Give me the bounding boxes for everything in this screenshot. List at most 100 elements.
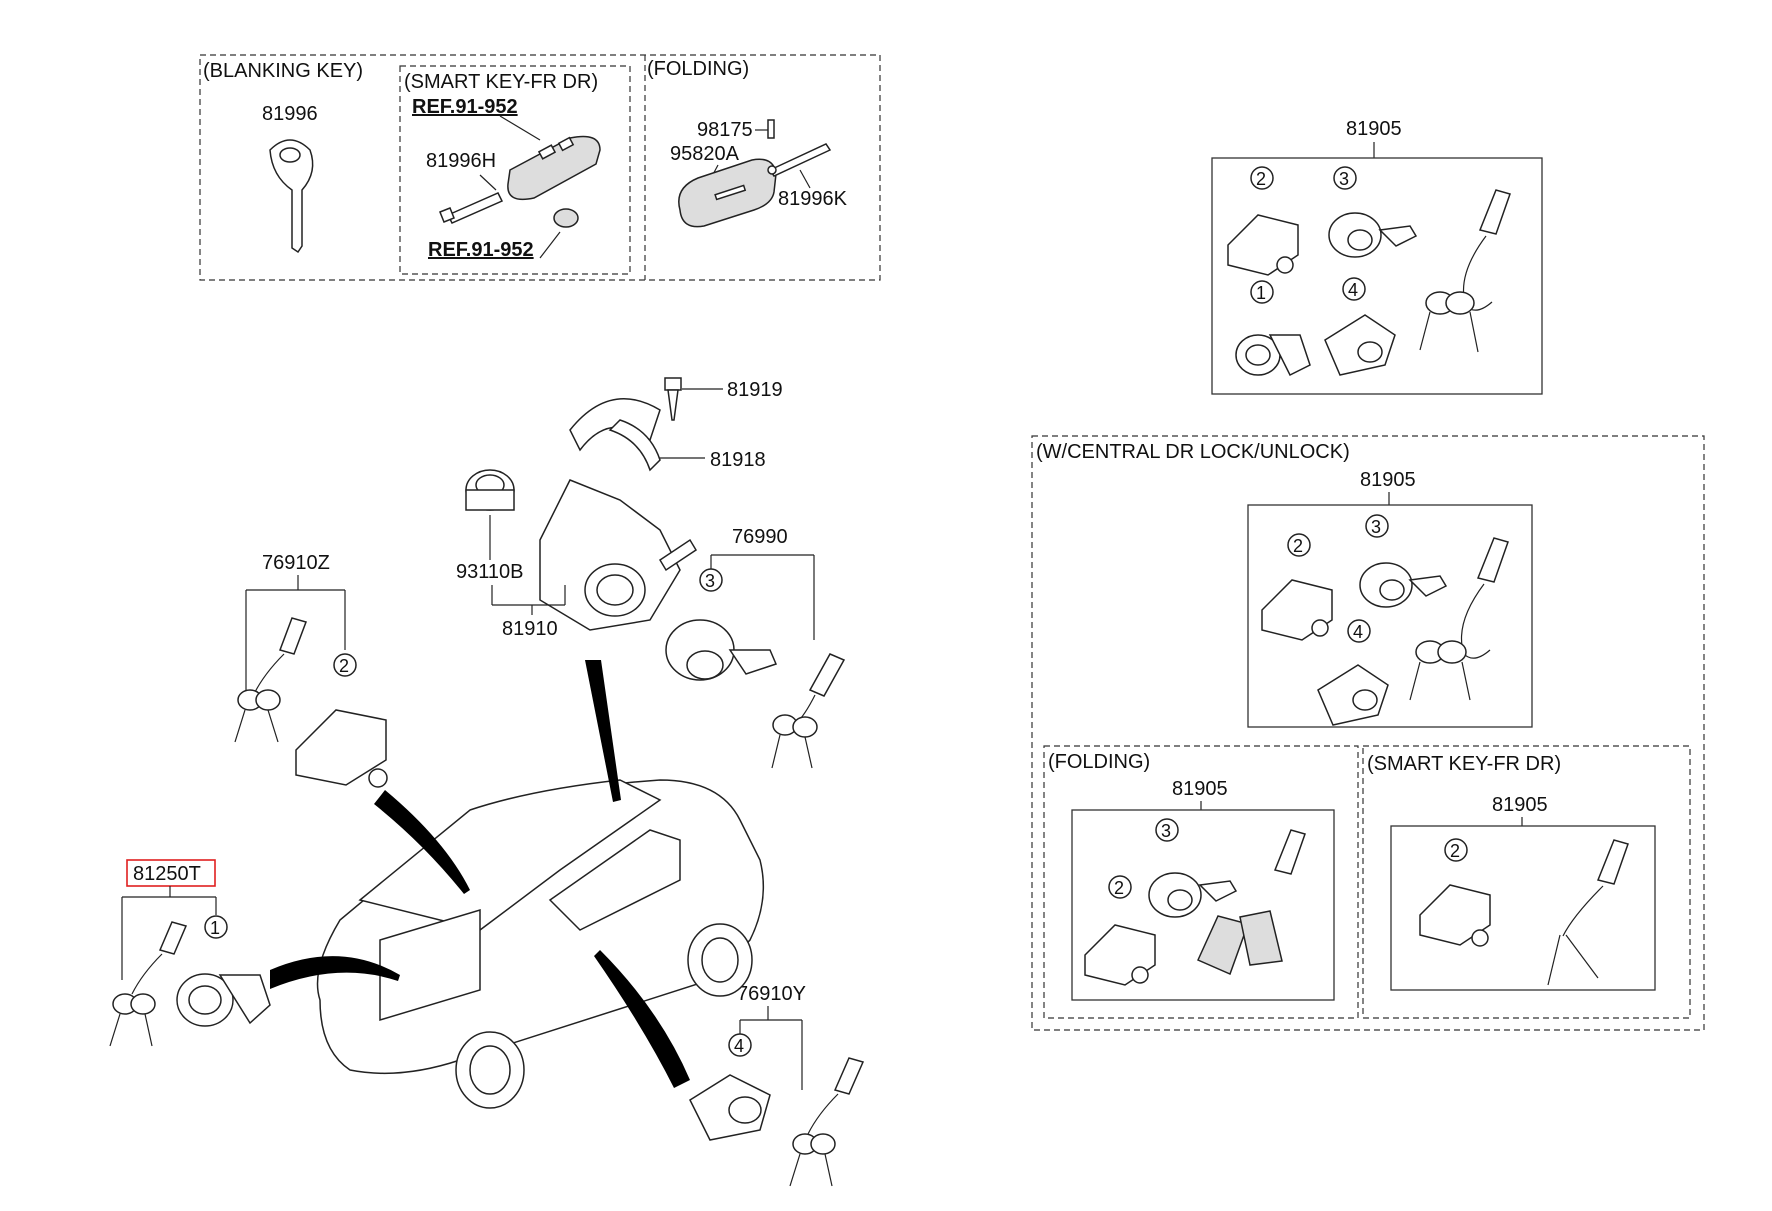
- label-76910Z[interactable]: 76910Z: [262, 552, 330, 574]
- emergency-key-icon: [439, 192, 504, 224]
- key-set-icon: [789, 1057, 865, 1187]
- svg-text:4: 4: [734, 1036, 744, 1056]
- ignition-cylinder-icon: [1328, 212, 1418, 258]
- label-81996K[interactable]: 81996K: [778, 188, 848, 210]
- label-81918[interactable]: 81918: [710, 449, 766, 471]
- key-set-icon: [109, 921, 188, 1047]
- callout-2-top: 2: [1250, 166, 1274, 190]
- key-set-icon: [771, 653, 846, 769]
- label-81905-smart[interactable]: 81905: [1492, 794, 1548, 816]
- callout-4-76910y: 4: [728, 1033, 752, 1057]
- svg-text:3: 3: [1339, 169, 1349, 189]
- kit-box-folding: [1071, 809, 1335, 1001]
- inset-central-lock: [1031, 435, 1705, 1031]
- leader-arrow-tailgate: [594, 950, 690, 1088]
- key-set-icon: [1409, 537, 1509, 701]
- label-81905-top[interactable]: 81905: [1346, 118, 1402, 140]
- label-98175[interactable]: 98175: [697, 119, 753, 141]
- callout-2-smart: 2: [1444, 838, 1468, 862]
- inset-title-folding-2: (FOLDING): [1048, 751, 1150, 773]
- inset-title-central: (W/CENTRAL DR LOCK/UNLOCK): [1036, 441, 1350, 463]
- kit-box-top: [1211, 157, 1543, 395]
- label-81905-folding[interactable]: 81905: [1172, 778, 1228, 800]
- inset-smart-key-2: [1362, 745, 1691, 1019]
- label-81996H[interactable]: 81996H: [426, 150, 496, 172]
- kit-box-smart: [1390, 825, 1656, 991]
- highlight-box-81250T: [126, 859, 216, 887]
- label-81250T[interactable]: 81250T: [133, 863, 201, 885]
- callout-3-folding: 3: [1155, 818, 1179, 842]
- inset-title-smart-key-2: (SMART KEY-FR DR): [1367, 753, 1561, 775]
- leader-arrow-trunk: [270, 956, 400, 989]
- label-76990[interactable]: 76990: [732, 526, 788, 548]
- tailgate-cylinder-icon: [689, 1074, 771, 1141]
- smart-key-fob-icon: [507, 135, 601, 201]
- tailgate-cylinder-icon: [1324, 314, 1396, 376]
- trunk-cylinder-icon: [1235, 334, 1311, 377]
- folding-blade-icon: [767, 143, 832, 177]
- leader-arrow-door: [374, 790, 470, 894]
- svg-text:1: 1: [1256, 283, 1266, 303]
- svg-text:2: 2: [339, 656, 349, 676]
- callout-2-folding: 2: [1108, 875, 1132, 899]
- trunk-cylinder-icon: [176, 973, 271, 1027]
- coin-battery-icon: [553, 208, 579, 228]
- inset-title-blanking-key: (BLANKING KEY): [203, 60, 363, 82]
- svg-text:4: 4: [1353, 622, 1363, 642]
- key-set-icon: [1547, 839, 1629, 986]
- label-81905-central[interactable]: 81905: [1360, 469, 1416, 491]
- key-set-icon: [234, 617, 307, 743]
- label-76910Y[interactable]: 76910Y: [737, 983, 806, 1005]
- callout-1-81250t: 1: [204, 915, 228, 939]
- label-81996[interactable]: 81996: [262, 103, 318, 125]
- callout-1-top: 1: [1250, 280, 1274, 304]
- inset-smart-key: [399, 65, 631, 275]
- inset-title-smart-key: (SMART KEY-FR DR): [404, 71, 598, 93]
- tailgate-cylinder-icon: [1317, 664, 1389, 726]
- label-81910[interactable]: 81910: [502, 618, 558, 640]
- svg-text:3: 3: [705, 571, 715, 591]
- inset-blanking-key: [199, 54, 881, 281]
- steering-lock-bracket-icon: [569, 398, 661, 472]
- svg-text:2: 2: [1114, 878, 1124, 898]
- ignition-cylinder-icon: [665, 619, 778, 681]
- inset-folding-2: [1043, 745, 1359, 1019]
- svg-text:3: 3: [1161, 821, 1171, 841]
- callout-3-top: 3: [1333, 166, 1357, 190]
- label-81919[interactable]: 81919: [727, 379, 783, 401]
- vehicle-illustration: [316, 779, 765, 1109]
- door-lock-cylinder-icon: [295, 709, 388, 788]
- svg-text:1: 1: [210, 918, 220, 938]
- label-95820A[interactable]: 95820A: [670, 143, 740, 165]
- door-lock-cylinder-icon: [1419, 884, 1491, 947]
- svg-text:2: 2: [1293, 536, 1303, 556]
- callout-2-76910z: 2: [333, 653, 357, 677]
- door-lock-cylinder-icon: [1227, 214, 1299, 276]
- ignition-switch-icon: [465, 469, 515, 511]
- door-lock-cylinder-icon: [1261, 579, 1333, 641]
- callout-3-76990: 3: [699, 568, 723, 592]
- leader-arrow-ignition: [585, 660, 621, 802]
- svg-text:2: 2: [1256, 169, 1266, 189]
- svg-text:2: 2: [1450, 841, 1460, 861]
- folding-key-pair-icon: [1197, 829, 1306, 976]
- key-set-icon: [1419, 189, 1511, 353]
- blanking-key-icon: [269, 139, 314, 254]
- callout-2-central: 2: [1287, 533, 1311, 557]
- screw-icon: [664, 377, 682, 421]
- callout-3-central: 3: [1365, 514, 1389, 538]
- ignition-cylinder-icon: [1148, 872, 1238, 918]
- inset-title-folding: (FOLDING): [647, 58, 749, 80]
- svg-text:3: 3: [1371, 517, 1381, 537]
- ref-91-952-bottom[interactable]: REF.91-952: [428, 239, 534, 261]
- door-lock-cylinder-icon: [1084, 924, 1156, 986]
- ref-91-952-top[interactable]: REF.91-952: [412, 96, 518, 118]
- callout-4-central: 4: [1347, 619, 1371, 643]
- lock-housing-icon: [539, 479, 698, 631]
- ignition-cylinder-icon: [1359, 562, 1448, 608]
- label-93110B[interactable]: 93110B: [456, 561, 523, 583]
- svg-text:4: 4: [1348, 280, 1358, 300]
- kit-box-central: [1247, 504, 1533, 728]
- folding-key-fob-icon: [678, 158, 777, 228]
